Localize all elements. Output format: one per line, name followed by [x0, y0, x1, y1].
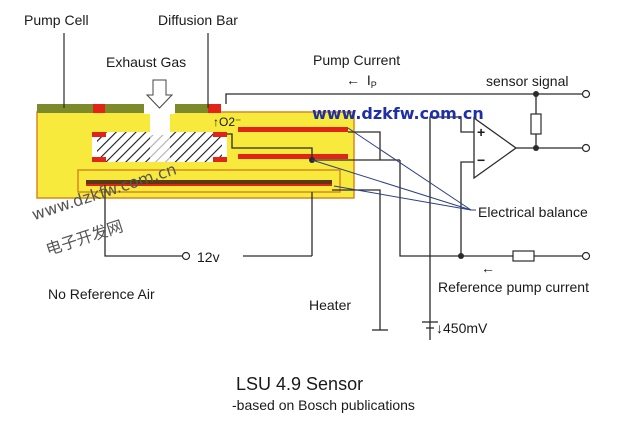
- reference-electrode-bottom: [238, 154, 348, 159]
- reference-electrode-top: [238, 127, 348, 132]
- diffusion-bar-label: Diffusion Bar: [158, 12, 238, 28]
- pump-cell-top-right: [175, 104, 219, 113]
- o2-ion-label: ↑O2⁻: [213, 115, 242, 129]
- heater-label: Heater: [309, 297, 352, 313]
- exhaust-inlet: [144, 104, 175, 114]
- inner-electrode-top-right: [213, 132, 227, 137]
- reference-arrow: ←: [481, 260, 495, 276]
- outer-electrode-left: [93, 104, 105, 113]
- diagram-title: LSU 4.9 Sensor: [236, 374, 364, 394]
- diagram-subtitle: -based on Bosch publications: [232, 397, 415, 413]
- terminal-opamp-output: [581, 143, 591, 153]
- pump-current-label: Pump Current: [313, 52, 401, 68]
- heater-element: [86, 180, 332, 185]
- reference-pump-current-label: Reference pump current: [438, 279, 589, 295]
- ip-label: ← IP: [346, 73, 377, 90]
- inner-electrode-bottom-left: [92, 157, 106, 162]
- op-amp: [473, 116, 518, 180]
- terminal-sensor-signal: [581, 89, 591, 99]
- 450mv-arrow: ↓: [436, 320, 443, 336]
- 450mv-value: 450mV: [443, 320, 488, 336]
- ip-arrow: ←: [346, 72, 360, 88]
- terminal-reference-current: [581, 251, 591, 261]
- outer-electrode-right: [208, 104, 221, 113]
- no-reference-air-label: No Reference Air: [48, 286, 155, 302]
- 450mv-label: ↓450mV: [436, 321, 487, 335]
- inner-electrode-top-left: [92, 132, 106, 137]
- 12v-label: 12v: [197, 249, 220, 265]
- pump-cell-label: Pump Cell: [24, 12, 89, 28]
- electrical-balance-label: Electrical balance: [478, 204, 588, 220]
- reference-resistor: [512, 250, 535, 262]
- opamp-plus-label: +: [477, 124, 486, 140]
- terminal-12v: [181, 251, 191, 261]
- sensor-signal-label: sensor signal: [486, 73, 569, 89]
- ip-subscript: P: [370, 80, 377, 90]
- inner-electrode-bottom-right: [213, 157, 227, 162]
- signal-resistor: [530, 113, 542, 135]
- ip-symbol: I: [366, 72, 371, 88]
- pump-cell-top-left: [37, 104, 144, 113]
- exhaust-gas-arrow: [145, 79, 174, 109]
- opamp-minus-label: −: [477, 152, 486, 168]
- watermark-url-top: www.dzkfw.com.cn: [312, 104, 484, 123]
- exhaust-gas-label: Exhaust Gas: [106, 54, 187, 70]
